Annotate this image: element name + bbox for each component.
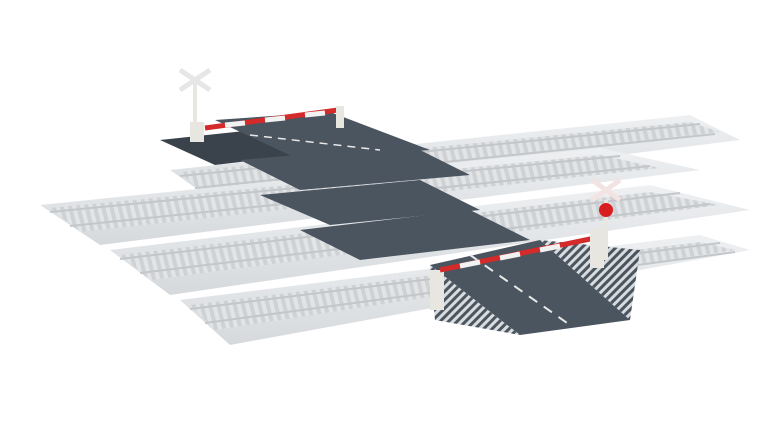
crossbuck-signal-front — [590, 177, 622, 260]
barrier-back-left — [190, 106, 344, 142]
crossbuck-signal-back — [178, 67, 212, 130]
barrier-front-right — [430, 228, 604, 310]
stop-sign-icon — [599, 203, 613, 217]
